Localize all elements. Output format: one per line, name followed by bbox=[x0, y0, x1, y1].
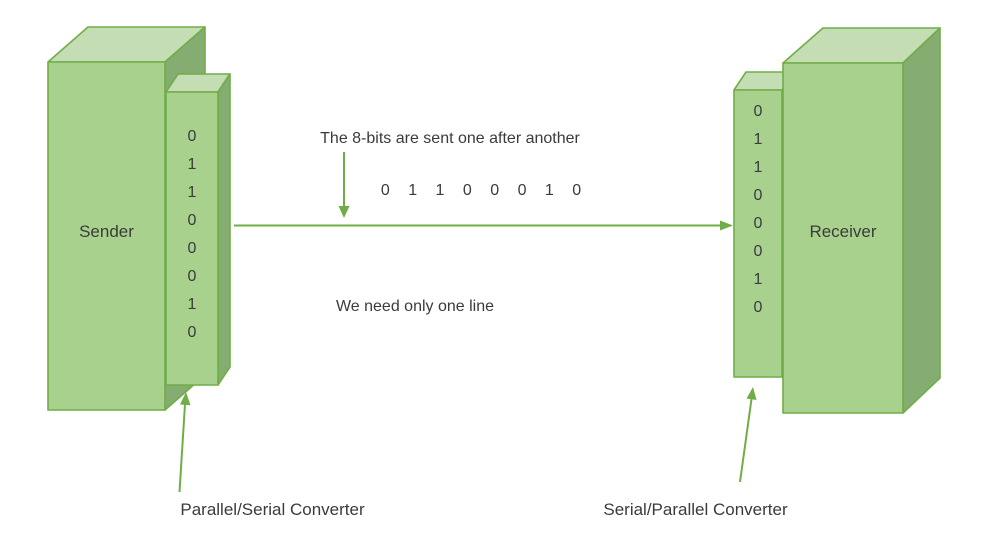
receiver-bit-7: 0 bbox=[753, 299, 763, 316]
sender-bit-5: 0 bbox=[187, 268, 197, 285]
receiver-bit-6: 1 bbox=[753, 271, 763, 288]
parallel-serial-pointer-arrow bbox=[178, 392, 191, 493]
sender-box-front-face bbox=[47, 61, 166, 411]
parallel-serial-pointer-line bbox=[178, 403, 186, 493]
parallel-serial-converter-box bbox=[165, 73, 231, 386]
receiver-bit-3: 0 bbox=[753, 187, 763, 204]
receiver-bit-2: 1 bbox=[753, 159, 763, 176]
parallel-serial-converter-front-face bbox=[165, 91, 219, 386]
receiver-bit-5: 0 bbox=[753, 243, 763, 260]
parallel-serial-arrowhead-icon bbox=[180, 392, 191, 406]
receiver-bits-column: 0 1 1 0 0 0 1 0 bbox=[734, 98, 782, 322]
receiver-bit-4: 0 bbox=[753, 215, 763, 232]
parallel-serial-converter-label: Parallel/Serial Converter bbox=[180, 500, 365, 519]
serial-parallel-pointer-arrow bbox=[739, 387, 757, 483]
transmission-arrowhead-icon bbox=[720, 220, 733, 231]
sender-bits-column: 0 1 1 0 0 0 1 0 bbox=[166, 123, 218, 347]
sender-bit-1: 1 bbox=[187, 156, 197, 173]
one-line-note-caption: We need only one line bbox=[335, 298, 495, 315]
bit-stream-pointer-arrow bbox=[338, 152, 350, 218]
bit-stream-caption: 0 1 1 0 0 0 1 0 bbox=[380, 182, 582, 199]
serial-parallel-arrowhead-icon bbox=[746, 387, 757, 400]
receiver-bit-1: 1 bbox=[753, 131, 763, 148]
bit-stream-arrowhead-icon bbox=[338, 206, 350, 218]
sender-bit-2: 1 bbox=[187, 184, 197, 201]
serial-parallel-pointer-line bbox=[739, 398, 753, 483]
receiver-box-front-face bbox=[782, 62, 904, 414]
sender-bit-4: 0 bbox=[187, 240, 197, 257]
sender-label: Sender bbox=[79, 222, 134, 241]
sender-bit-3: 0 bbox=[187, 212, 197, 229]
sender-bit-6: 1 bbox=[187, 296, 197, 313]
receiver-bit-0: 0 bbox=[753, 103, 763, 120]
receiver-box-side-face bbox=[902, 27, 941, 414]
parallel-serial-converter-side-face bbox=[217, 73, 231, 386]
receiver-box bbox=[782, 27, 941, 414]
sender-bit-0: 0 bbox=[187, 128, 197, 145]
sender-bit-7: 0 bbox=[187, 324, 197, 341]
serial-parallel-converter-front-face bbox=[733, 89, 783, 378]
serial-note-caption: The 8-bits are sent one after another bbox=[320, 130, 580, 147]
receiver-label: Receiver bbox=[809, 222, 877, 241]
serial-parallel-converter-label: Serial/Parallel Converter bbox=[603, 500, 788, 519]
transmission-line-arrow bbox=[234, 220, 733, 231]
